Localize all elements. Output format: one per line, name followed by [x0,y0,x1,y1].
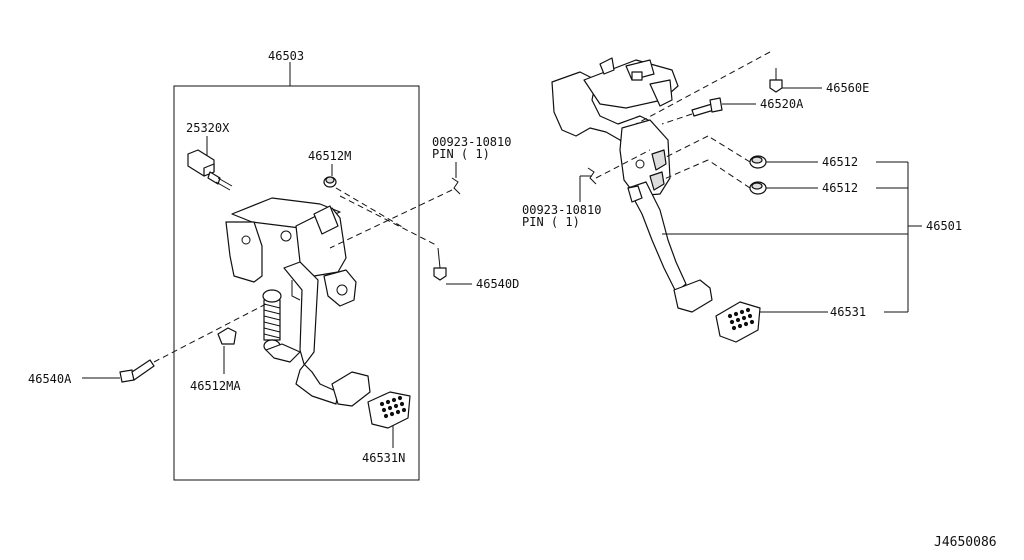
label-pin-text-right: PIN ( 1) [522,215,580,229]
bolt-46520a: 46520A [661,97,804,125]
pedal-pad-46531: 46531 [715,301,866,343]
bolt-46540d: 46540D [339,195,519,291]
label-pin-text-left: PIN ( 1) [432,147,490,161]
return-spring [262,289,282,353]
assy-46501-bracket: 46501 [662,161,962,313]
label-46560e: 46560E [826,81,869,95]
label-pin-code-right: 00923-10810 [522,203,601,217]
right-pedal-bracket [551,57,687,293]
label-pin-code-left: 00923-10810 [432,135,511,149]
bushing-46512-upper: 46512 [663,135,858,169]
label-46512-lower: 46512 [822,181,858,195]
bolt-46540a: 46540A [28,303,267,386]
label-46512m: 46512M [308,149,351,163]
label-46512ma: 46512MA [190,379,241,393]
label-46520a: 46520A [760,97,804,111]
label-25320x: 25320X [186,121,230,135]
pedal-pad-46531n: 46531N [362,391,411,465]
bushing-46512-lower: 46512 [661,159,858,195]
label-46501: 46501 [926,219,962,233]
label-46540a: 46540A [28,372,72,386]
pin-left: 00923-10810 PIN ( 1) [329,135,511,249]
bushing-46512m: 46512M [308,149,351,188]
right-pedal-foot [673,279,713,313]
stop-lamp-switch: 25320X [186,121,233,191]
label-46531: 46531 [830,305,866,319]
label-46512-upper: 46512 [822,155,858,169]
label-46540d: 46540D [476,277,519,291]
diagram-id: J4650086 [934,535,997,550]
left-pedal-bracket [225,197,357,405]
label-46503: 46503 [268,49,304,63]
bolt-46560e: 46560E [635,51,869,125]
left-assembly-frame: 46503 [173,49,420,481]
assembly-guide-line [335,187,405,229]
left-pedal-foot [331,371,371,407]
pin-right: 00923-10810 PIN ( 1) [522,149,651,229]
label-46531n: 46531N [362,451,405,465]
bushing-46512ma: 46512MA [190,327,241,393]
